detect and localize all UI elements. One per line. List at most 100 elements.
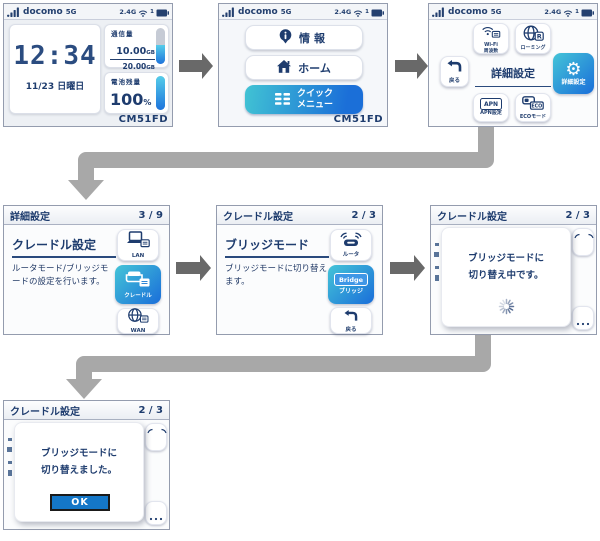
page-indicator: 2 / 3: [138, 404, 163, 416]
quick-menu-button[interactable]: クイック メニュー: [245, 85, 363, 114]
screen-header: クレードル設定 2 / 3: [431, 206, 596, 225]
clock-display: 12:34: [13, 41, 97, 71]
screen-home: docomo 5G 2.4G 1 12:34 11/23 日曜日 通信量 10.…: [3, 3, 173, 127]
switched-dialog: ブリッジモードに 切り替えました。 OK: [14, 422, 144, 522]
back-tile[interactable]: 戻る: [330, 307, 372, 334]
section-title: クレードル設定: [12, 236, 116, 258]
back-tile[interactable]: 戻る: [440, 56, 469, 87]
carrier-label: docomo: [23, 6, 63, 17]
lan-label: LAN: [131, 252, 145, 259]
info-button-label: 情報: [299, 31, 329, 45]
battery-icon: [581, 2, 594, 21]
wan-label: WAN: [130, 327, 146, 334]
switching-dialog: ブリッジモードに 切り替え中です。: [441, 227, 571, 327]
switched-message: ブリッジモードに 切り替えました。: [40, 448, 117, 477]
roaming-tile[interactable]: R ローミング: [515, 23, 551, 54]
router-mode-tile[interactable]: ルータ: [330, 229, 372, 261]
background-tile-fragment: [572, 228, 594, 256]
data-usage-label: 通信量: [111, 30, 134, 38]
apn-icon: APN: [480, 98, 502, 111]
wan-tile[interactable]: WAN: [117, 308, 159, 334]
wifi-frequency-tile[interactable]: Wi-Fi 周波数: [473, 23, 509, 54]
arrow-menu-to-settings: [395, 53, 428, 79]
screen-settings: docomo 5G 2.4G 1 Wi-Fi 周波数 R ローミング 戻る 詳細…: [428, 3, 598, 127]
connector-switching-to-switched: [66, 332, 491, 399]
header-title: クレードル設定: [437, 211, 507, 223]
battery-icon: [371, 2, 384, 21]
router-mode-label: ルータ: [342, 252, 360, 259]
eco-mode-label: ECOモード: [519, 113, 547, 120]
screen-header: クレードル設定 2 / 3: [217, 206, 382, 225]
cradle-label: クレードル: [124, 293, 152, 300]
wifi-band-label: 2.4G: [334, 7, 352, 16]
ok-button[interactable]: OK: [50, 494, 110, 511]
status-bar: docomo 5G 2.4G 1: [429, 4, 597, 20]
wifi-band-label: 2.4G: [119, 7, 137, 16]
quick-menu-icon: [274, 90, 290, 109]
home-button[interactable]: ホーム: [245, 55, 363, 80]
battery-gauge: [156, 76, 165, 110]
home-icon: [277, 59, 292, 76]
gear-icon: ⚙: [565, 58, 582, 80]
switching-message: ブリッジモードに 切り替え中です。: [467, 253, 544, 282]
info-icon: [279, 28, 292, 47]
network-label: 5G: [280, 7, 292, 16]
screen-switching: クレードル設定 2 / 3 ブリッジモードに 切り替え中です。: [430, 205, 597, 335]
wifi-band-label: 2.4G: [544, 7, 562, 16]
eco-mode-tile[interactable]: ECO ECOモード: [515, 93, 551, 122]
roaming-label: ローミング: [520, 45, 546, 52]
status-bar: docomo 5G 2.4G 1: [4, 4, 172, 20]
battery-card: 電池残量 100%: [104, 72, 169, 114]
quick-menu-label: クイック メニュー: [296, 88, 333, 110]
header-title: 詳細設定: [10, 211, 50, 223]
background-tile-fragment: [145, 423, 167, 451]
battery-unit: %: [143, 98, 152, 107]
back-arrow-icon: [344, 307, 358, 326]
laptop-icon: [126, 231, 150, 252]
data-usage-gauge: [156, 28, 165, 64]
connector-settings-to-detail: [68, 124, 494, 200]
background-text-fragment: [8, 438, 12, 441]
wifi-count-label: 1: [365, 8, 369, 15]
back-label: 戻る: [345, 327, 357, 334]
carrier-label: docomo: [448, 6, 488, 17]
screen-menu: docomo 5G 2.4G 1 情報 ホーム クイック メニュー CM51FD: [218, 3, 388, 127]
background-text-fragment: [434, 252, 439, 257]
screen-switched: クレードル設定 2 / 3 ブリッジモードに 切り替えました。 OK: [3, 400, 170, 530]
lan-tile[interactable]: LAN: [117, 229, 159, 261]
router-icon: [339, 231, 363, 251]
device-model-label: CM51FD: [118, 114, 168, 125]
page-indicator: 3 / 9: [138, 209, 163, 221]
network-label: 5G: [65, 7, 77, 16]
wan-globe-icon: [126, 308, 150, 327]
roaming-globe-icon: R: [523, 25, 544, 45]
signal-bars-icon: [7, 2, 21, 21]
clock-card: 12:34 11/23 日曜日: [9, 24, 101, 114]
carrier-label: docomo: [238, 6, 278, 17]
detail-settings-tile[interactable]: ⚙ 詳細設定: [553, 53, 594, 94]
data-used-unit: GB: [146, 50, 155, 56]
arrow-home-to-menu: [179, 53, 213, 79]
cradle-tile[interactable]: クレードル: [115, 265, 161, 304]
detail-settings-label: 詳細設定: [561, 78, 586, 86]
screen-cradle-settings: クレードル設定 2 / 3 ブリッジモード ブリッジモードに切り替え ます。 ル…: [216, 205, 383, 335]
info-button[interactable]: 情報: [245, 25, 363, 50]
status-bar: docomo 5G 2.4G 1: [219, 4, 387, 20]
wifi-count-label: 1: [150, 8, 154, 15]
screen-detail-settings: 詳細設定 3 / 9 クレードル設定 ルータモード/ブリッジモ ードの設定を行い…: [3, 205, 170, 335]
bridge-badge: Bridge: [333, 273, 369, 287]
back-arrow-icon: [447, 58, 462, 77]
wifi-frequency-icon: [480, 23, 502, 42]
back-label: 戻る: [448, 78, 460, 85]
apn-settings-tile[interactable]: APN APN設定: [473, 93, 509, 122]
screen-header: クレードル設定 2 / 3: [4, 401, 169, 420]
arrow-cradle-to-switching: [390, 255, 425, 281]
data-usage-card: 通信量 10.00GB 20.00GB: [104, 24, 169, 71]
screen-header: 詳細設定 3 / 9: [4, 206, 169, 225]
bridge-mode-tile[interactable]: Bridge ブリッジ: [328, 265, 374, 304]
signal-bars-icon: [222, 2, 236, 21]
bridge-mode-label: ブリッジ: [338, 288, 363, 296]
data-total-value: 20.00: [122, 62, 147, 71]
cradle-icon: [125, 269, 151, 292]
date-display: 11/23 日曜日: [25, 82, 85, 92]
